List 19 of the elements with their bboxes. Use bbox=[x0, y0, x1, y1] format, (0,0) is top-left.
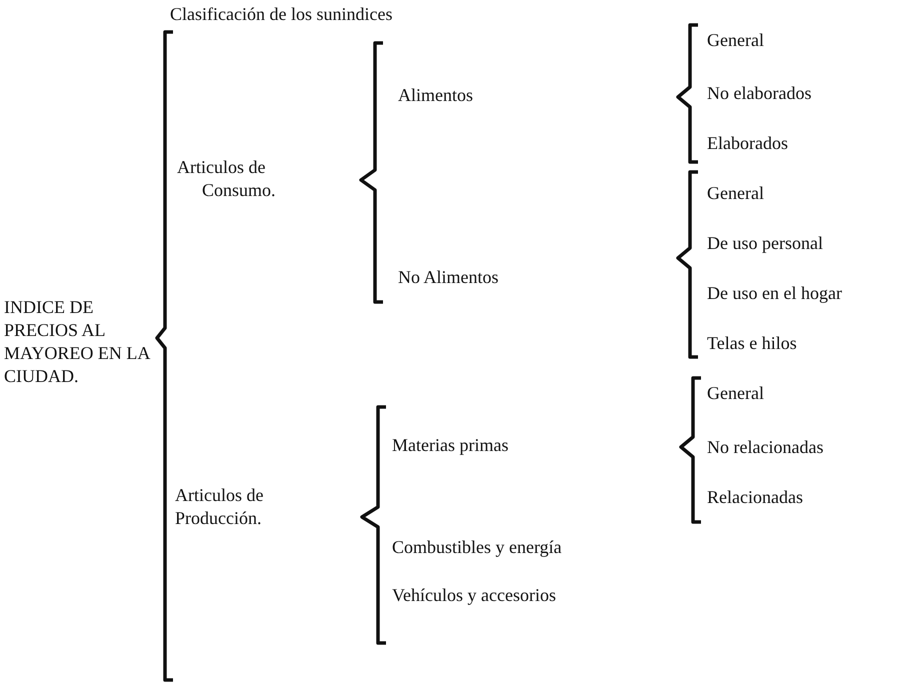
category-label: Elaborados bbox=[707, 132, 788, 155]
category-label: Combustibles y energía bbox=[392, 536, 562, 559]
category-label: Relacionadas bbox=[707, 486, 803, 509]
category-label: De uso personal bbox=[707, 232, 823, 255]
root-category-label: INDICE DE PRECIOS AL MAYOREO EN LA CIUDAD. bbox=[4, 296, 151, 388]
category-label: Telas e hilos bbox=[707, 332, 797, 355]
category-label: De uso en el hogar bbox=[707, 282, 842, 305]
category-label: General bbox=[707, 182, 764, 205]
category-label: No Alimentos bbox=[398, 266, 499, 289]
category-label: Materias primas bbox=[392, 434, 508, 457]
category-label: Articulos de Consumo. bbox=[177, 156, 277, 202]
category-label: Articulos de Producción. bbox=[175, 484, 264, 530]
category-label: No relacionadas bbox=[707, 436, 824, 459]
category-label: Alimentos bbox=[398, 84, 473, 107]
category-label: Vehículos y accesorios bbox=[392, 584, 556, 607]
category-label: General bbox=[707, 382, 764, 405]
category-label: General bbox=[707, 29, 764, 52]
category-label: No elaborados bbox=[707, 82, 812, 105]
heading: Clasificación de los sunindices bbox=[170, 3, 392, 26]
